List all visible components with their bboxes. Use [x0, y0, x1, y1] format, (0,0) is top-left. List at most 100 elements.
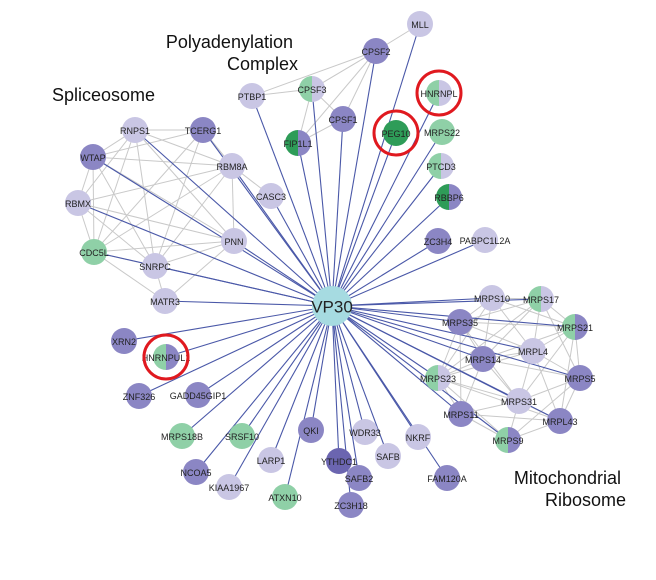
node-label: MLL — [411, 20, 429, 30]
cluster-edge — [297, 50, 377, 144]
node-circle — [126, 383, 152, 409]
node-circle — [547, 408, 573, 434]
node-circle — [375, 443, 401, 469]
node-label: ZC3H4 — [424, 237, 453, 247]
node-label: MATR3 — [150, 297, 180, 307]
hub-edge — [231, 165, 333, 307]
highlight-ring — [415, 69, 463, 117]
node-right-half — [441, 153, 454, 179]
node-label: RBBP6 — [434, 193, 464, 203]
protein-node: HNRNPL — [420, 80, 458, 106]
hub-spoke-edges — [77, 23, 581, 506]
node-label: XRN2 — [112, 337, 136, 347]
hub-edge — [331, 118, 344, 307]
protein-node: MRPS21 — [557, 314, 593, 340]
node-label: MRPS35 — [442, 318, 478, 328]
hub-node: VP30 — [311, 286, 353, 326]
protein-node: MLL — [407, 11, 433, 37]
node-right-half — [298, 130, 311, 156]
protein-node: PTBP1 — [238, 83, 266, 109]
node-label: FIP1L1 — [283, 139, 312, 149]
node-circle — [272, 484, 298, 510]
node-label: MRPL4 — [518, 347, 548, 357]
cluster-edge — [482, 358, 581, 379]
node-label: MRPS17 — [523, 295, 559, 305]
node-circle — [183, 459, 209, 485]
protein-node: CPSF3 — [297, 76, 327, 102]
cluster-edge — [459, 321, 462, 415]
node-left-half — [562, 314, 575, 340]
node-left-half — [299, 76, 312, 102]
cluster-label-mitochondrial-line1: Mitochondrial — [514, 468, 621, 488]
cluster-edge — [134, 129, 233, 167]
node-circle — [216, 474, 242, 500]
protein-node: ZNF326 — [123, 383, 155, 409]
node-label: MRPL43 — [542, 417, 577, 427]
protein-node: PEG10 — [381, 120, 411, 146]
node-label: WDR33 — [349, 428, 381, 438]
node-left-half — [153, 344, 166, 370]
protein-nodes: MLLCPSF2PTBP1CPSF3CPSF1FIP1L1HNRNPLPEG10… — [65, 11, 596, 518]
hub-edge — [331, 305, 340, 462]
node-circle — [185, 382, 211, 408]
cluster-edge — [491, 297, 576, 328]
hub-node-circle — [312, 286, 352, 326]
cluster-edge — [93, 129, 136, 253]
hub-edge — [331, 239, 486, 307]
hub-edge — [331, 165, 442, 307]
hub-edge — [331, 305, 439, 379]
hub-edge — [331, 131, 443, 307]
node-label: CDC5L — [79, 248, 109, 258]
hub-edge — [331, 305, 484, 360]
protein-node: RBMX — [65, 190, 91, 216]
protein-node: GADD45GIP1 — [170, 382, 227, 408]
hub-edge — [331, 305, 509, 441]
protein-node: MRPS23 — [420, 365, 456, 391]
protein-node: RNPS1 — [120, 117, 150, 143]
hub-edge — [331, 240, 439, 307]
node-right-half — [439, 80, 452, 106]
protein-node: LARP1 — [257, 447, 285, 473]
node-circle — [81, 239, 107, 265]
hub-edge — [284, 305, 333, 498]
node-label: MRPS10 — [474, 294, 510, 304]
node-label: ZC3H18 — [334, 501, 368, 511]
hub-edge — [331, 305, 366, 433]
node-right-half — [575, 314, 588, 340]
protein-node: MRPS17 — [523, 286, 559, 312]
cluster-edge — [459, 321, 576, 328]
cluster-edge — [164, 240, 235, 302]
node-label: RBM8A — [216, 162, 247, 172]
protein-node: RBM8A — [216, 153, 248, 179]
hub-edge — [331, 196, 450, 307]
node-right-half — [166, 344, 179, 370]
node-label: GADD45GIP1 — [170, 391, 227, 401]
cluster-edge — [92, 156, 95, 253]
cluster-edge — [134, 129, 235, 242]
protein-node: MRPS18B — [161, 423, 203, 449]
node-label: CASC3 — [256, 192, 286, 202]
node-right-half — [449, 184, 462, 210]
protein-node: ATXN10 — [268, 484, 302, 510]
protein-node: MRPS35 — [442, 309, 478, 335]
cluster-edge — [507, 377, 581, 441]
protein-node: NCOA5 — [180, 459, 212, 485]
hub-edge — [331, 23, 421, 307]
node-label: CPSF1 — [328, 115, 357, 125]
protein-node: MRPL4 — [518, 338, 548, 364]
node-circle — [434, 465, 460, 491]
hub-node-label: VP30 — [311, 298, 353, 317]
node-left-half — [436, 184, 449, 210]
protein-node: SRSF10 — [225, 423, 259, 449]
hub-edge — [331, 305, 534, 352]
node-left-half — [425, 365, 438, 391]
protein-node: RBBP6 — [434, 184, 464, 210]
hub-edge — [228, 305, 333, 488]
protein-node: TCERG1 — [185, 117, 221, 143]
node-label: HNRNPUL1 — [142, 353, 191, 363]
node-right-half — [541, 286, 554, 312]
protein-node: ZC3H4 — [424, 228, 453, 254]
node-left-half — [426, 80, 439, 106]
protein-node: MATR3 — [150, 288, 180, 314]
hub-edge — [123, 305, 333, 342]
